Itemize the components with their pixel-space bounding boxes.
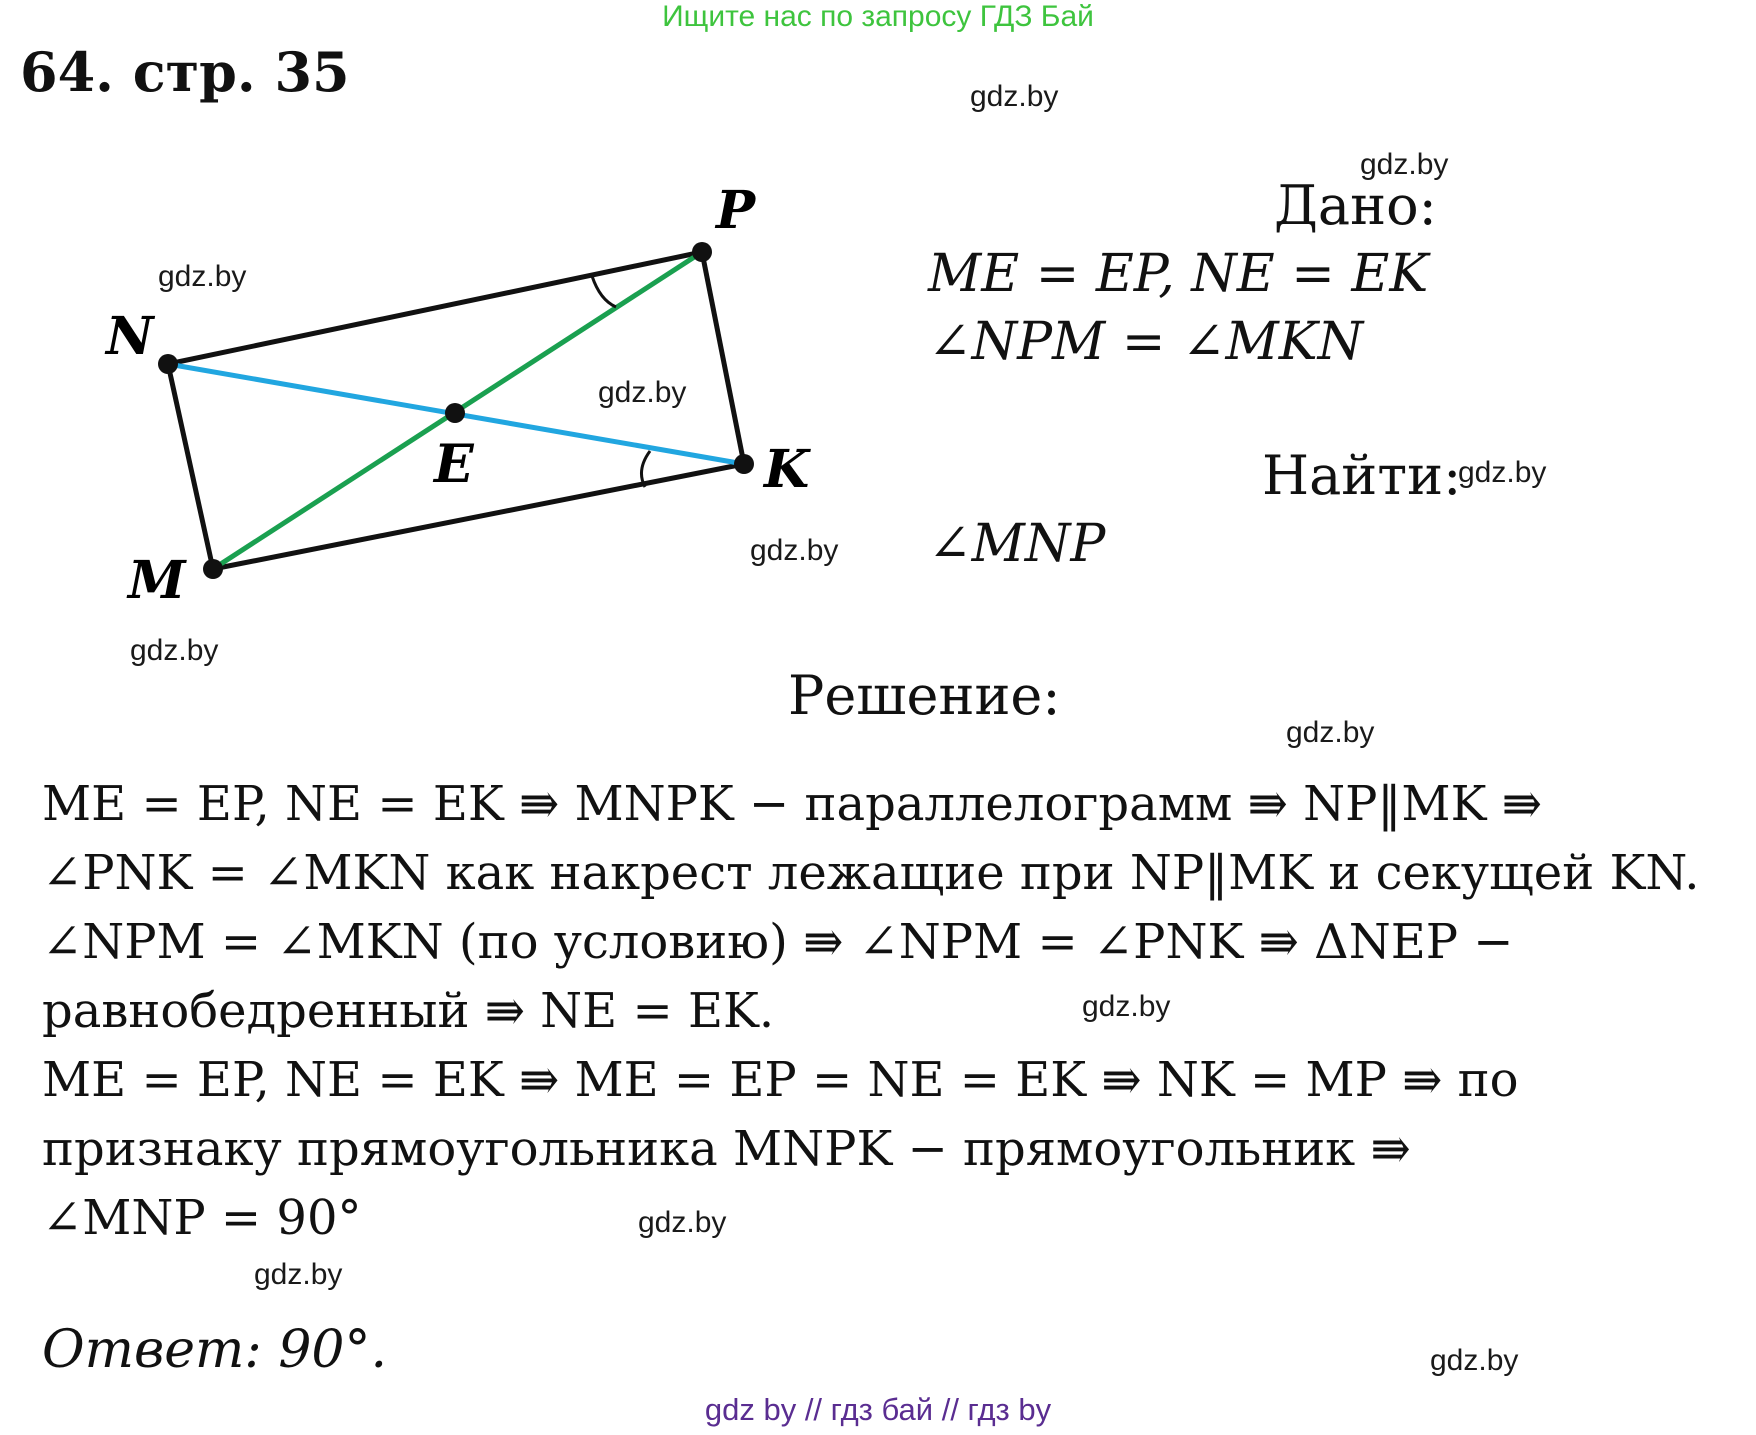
solution-line-2: ∠PNK = ∠MKN как накрест лежащие при NP‖M… [42,845,1700,901]
label-p: P [714,180,757,241]
side-pk [699,251,747,465]
solution-line-7: ∠MNP = 90° [42,1190,362,1246]
watermark: gdz.by [1082,990,1171,1023]
task-title: 64. стр. 35 [20,40,350,104]
angle-arc-k [639,450,652,488]
point-e [445,403,465,423]
solution-line-1: ME = EP, NE = EK ⇛ MNPK − параллелограмм… [42,776,1542,832]
figure-sides [165,249,747,572]
solution-line-4: равнобедренный ⇛ NE = EK. [42,983,775,1039]
top-banner[interactable]: Ищите нас по запросу ГДЗ Бай [662,0,1094,33]
find-value: ∠MNP [928,514,1106,574]
solution-body: ME = EP, NE = EK ⇛ MNPK − параллелограмм… [42,770,1756,1253]
watermark: gdz.by [598,376,687,409]
watermark: gdz.by [1430,1344,1519,1377]
given-line-1: ME = EP, NE = EK [928,244,1429,304]
solution-heading: Решение: [788,664,1061,727]
watermark: gdz.by [254,1258,343,1291]
watermark: gdz.by [970,80,1059,113]
label-m: M [126,550,187,611]
point-k [734,454,754,474]
given-heading: Дано: [1274,174,1437,237]
point-m [203,559,223,579]
watermark: gdz.by [1360,148,1449,181]
solution-line-5: ME = EP, NE = EK ⇛ ME = EP = NE = EK ⇛ N… [42,1052,1519,1108]
parallelogram-figure: P N E K M [104,180,811,611]
watermark: gdz.by [158,260,247,293]
angle-arc-p [590,275,617,309]
watermark: gdz.by [1286,716,1375,749]
side-mn [165,363,216,570]
watermark: gdz.by [750,534,839,567]
label-k: K [762,439,811,500]
side-np [167,249,703,367]
footer-links[interactable]: gdz by // гдз бай // гдз by [704,1392,1052,1427]
watermark: gdz.by [130,634,219,667]
label-n: N [104,306,156,367]
side-km [212,461,745,572]
label-e: E [432,434,475,495]
point-n [158,354,178,374]
find-heading: Найти: [1262,444,1462,507]
watermark: gdz.by [638,1206,727,1239]
solution-line-3: ∠NPM = ∠MKN (по условию) ⇛ ∠NPM = ∠PNK ⇛… [42,914,1514,970]
watermark: gdz.by [1458,456,1547,489]
answer: Ответ: 90°. [42,1320,388,1380]
given-line-2: ∠NPM = ∠MKN [928,312,1364,372]
solution-line-6: признаку прямоугольника MNPK − прямоугол… [42,1121,1411,1177]
point-p [692,242,712,262]
